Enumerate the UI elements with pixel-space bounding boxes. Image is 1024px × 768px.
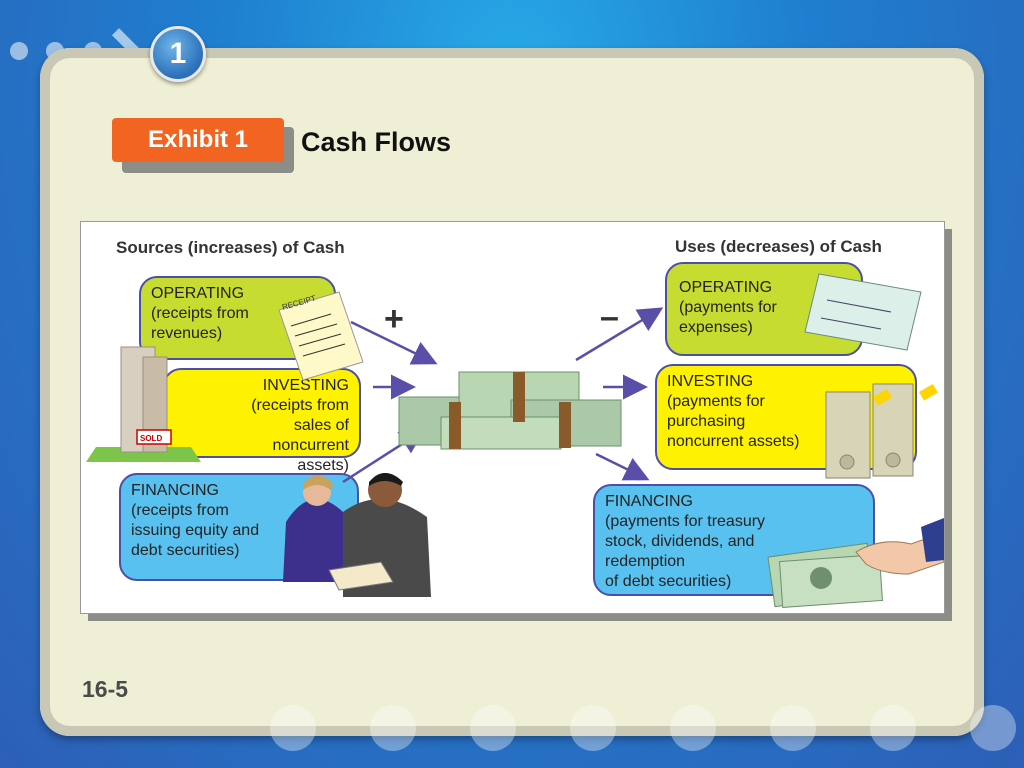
- decor-circle: [470, 705, 516, 751]
- cash-flow-diagram: Sources (increases) of Cash Uses (decrea…: [80, 221, 945, 614]
- svg-text:SOLD: SOLD: [140, 434, 162, 443]
- uses-heading: Uses (decreases) of Cash: [675, 237, 882, 256]
- exhibit-label: Exhibit 1: [112, 118, 284, 162]
- diagram-arrows-and-illustrations: RECEIPT SOLD: [86, 273, 944, 608]
- decor-circle: [370, 705, 416, 751]
- slide-title: Cash Flows: [301, 127, 452, 157]
- arrow-financing-out: [595, 452, 650, 481]
- page-number: 16-5: [82, 676, 129, 702]
- section-number-badge: 1: [150, 26, 206, 82]
- arrow-operating-in: [350, 320, 438, 365]
- use-financing-box: FINANCING (payments for treasury stock, …: [593, 484, 875, 596]
- decor-circle: [970, 705, 1016, 751]
- computer-towers-icon: [825, 383, 938, 479]
- hand-with-cash-icon: [767, 518, 944, 608]
- decor-dot: [10, 42, 28, 60]
- decor-circle: [570, 705, 616, 751]
- check-icon: [804, 273, 922, 351]
- source-investing-box: INVESTING (receipts from sales of noncur…: [163, 368, 361, 474]
- receipt-icon: RECEIPT: [278, 291, 364, 381]
- sources-heading: Sources (increases) of Cash: [116, 238, 345, 257]
- decor-circle: [270, 705, 316, 751]
- decor-circle: [670, 705, 716, 751]
- minus-sign: –: [600, 298, 619, 336]
- plus-sign: +: [384, 300, 404, 338]
- building-sold-icon: SOLD: [86, 346, 201, 462]
- arrow-operating-out: [575, 307, 664, 362]
- cash-stack-icon: [398, 371, 622, 450]
- decor-circle: [870, 705, 916, 751]
- business-people-icon: [283, 473, 431, 597]
- decor-circle: [770, 705, 816, 751]
